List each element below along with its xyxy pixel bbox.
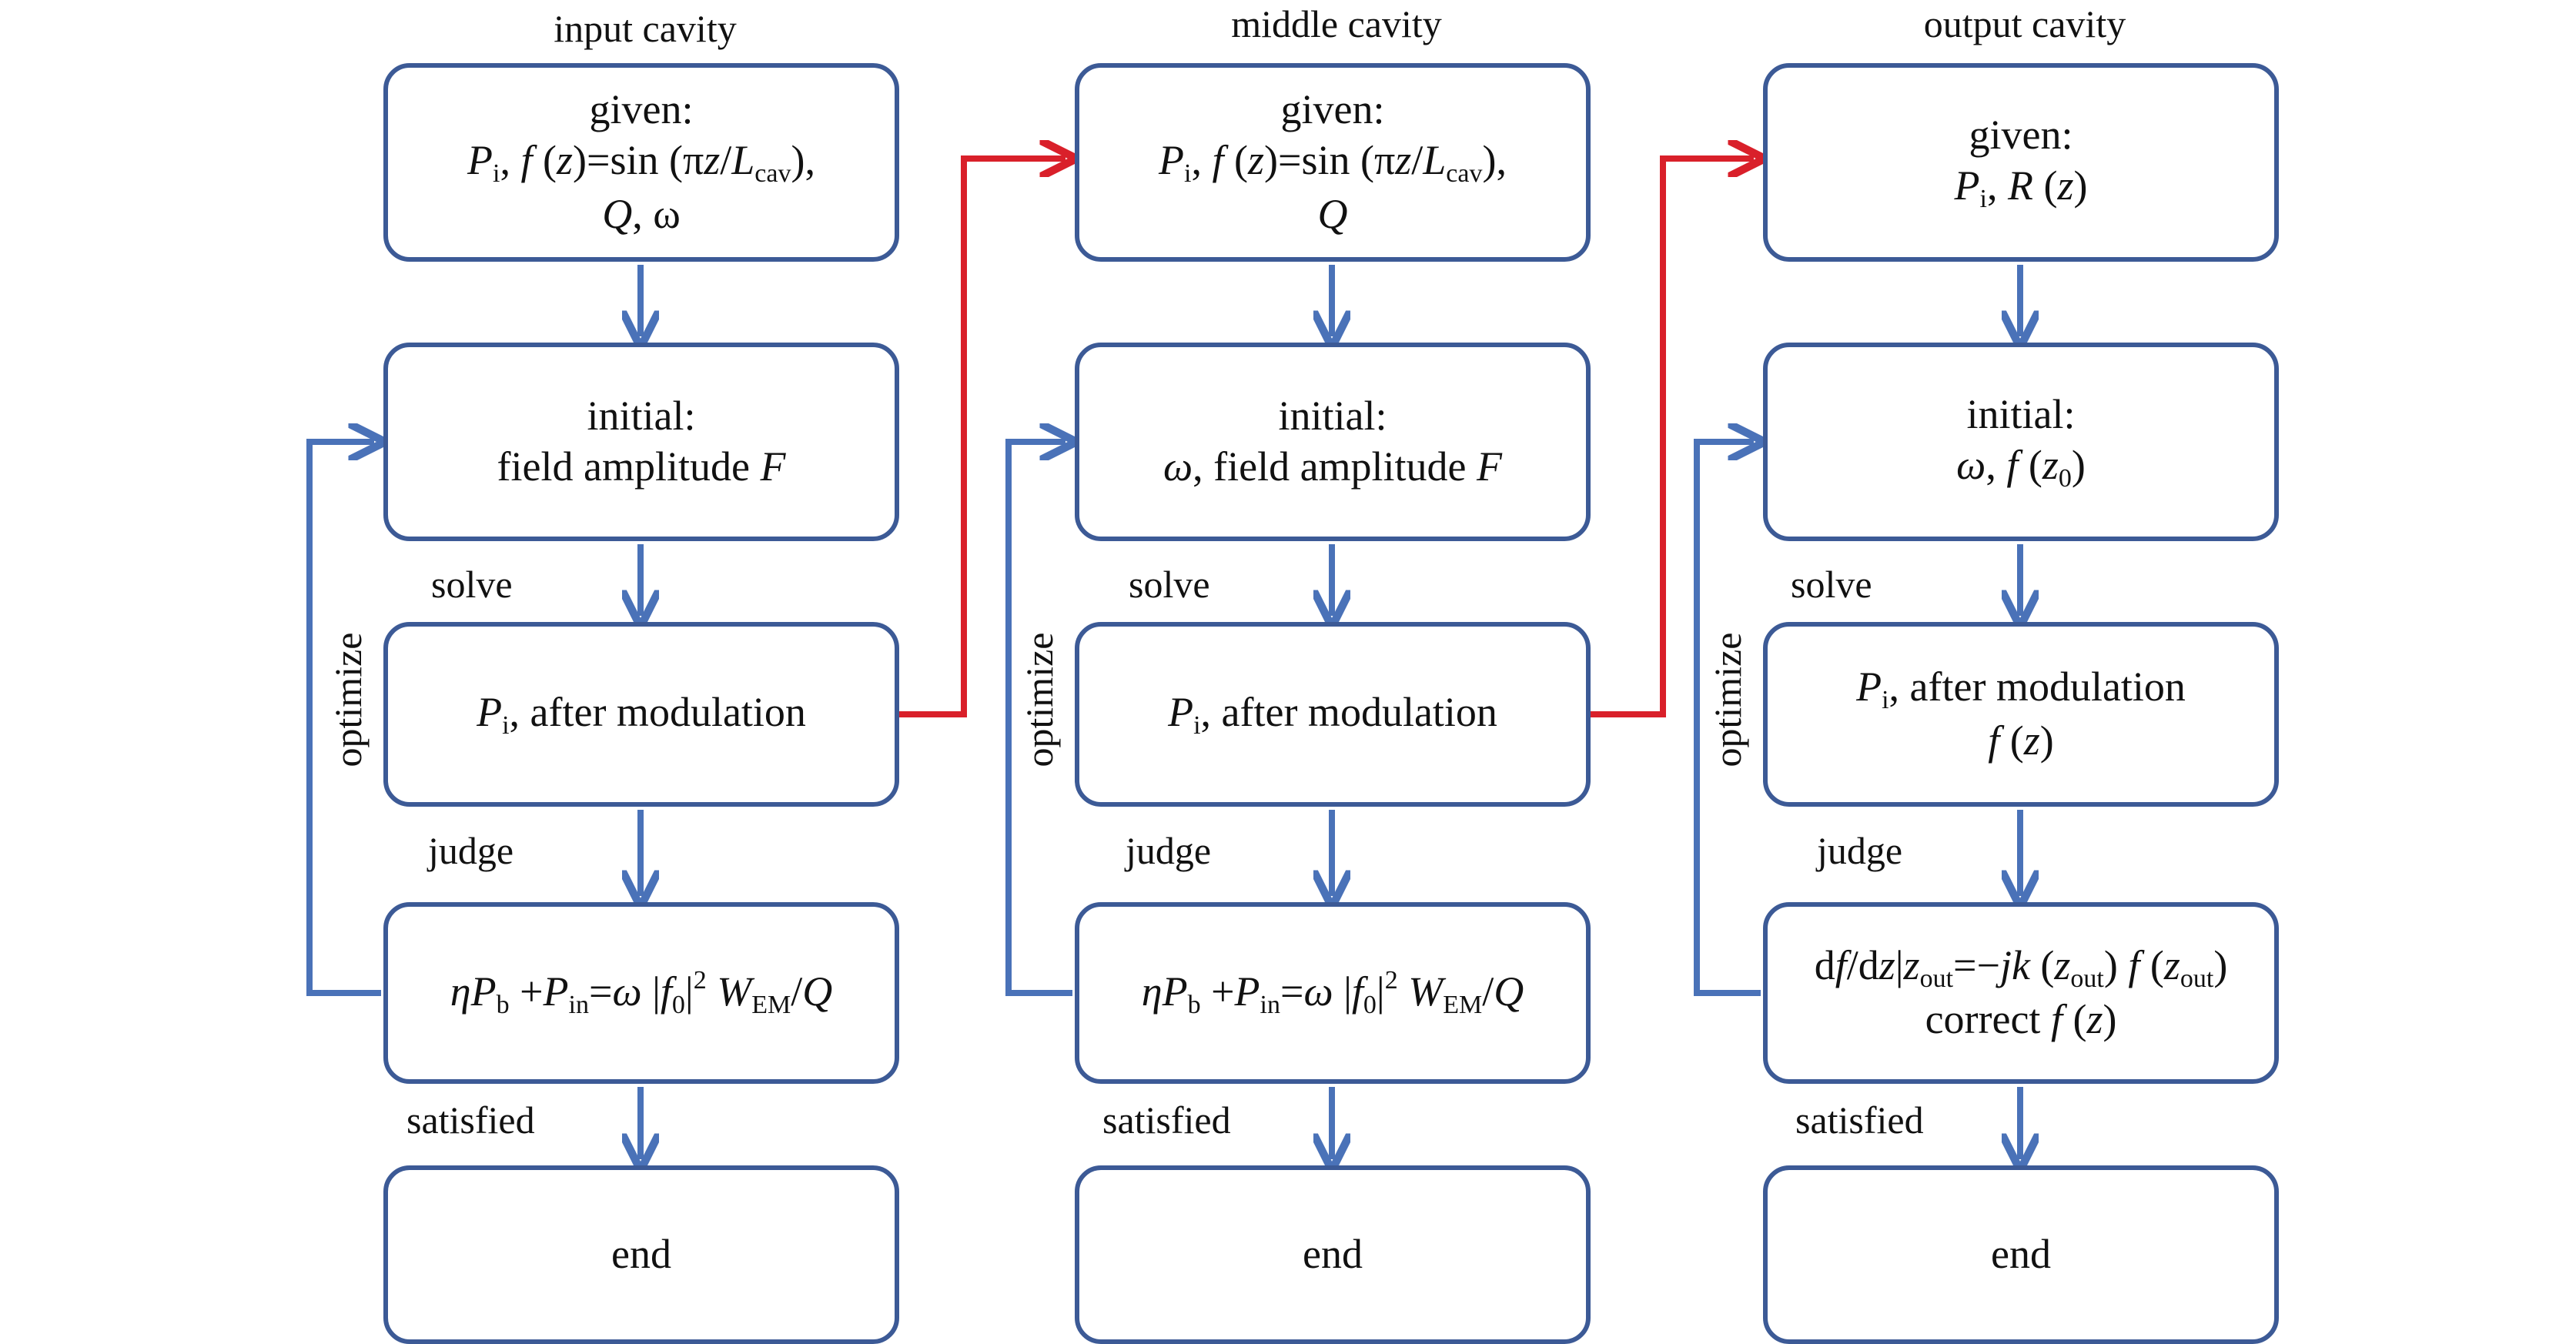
satisfied-label-input: satisfied xyxy=(406,1098,535,1142)
judge-label-output: judge xyxy=(1817,829,1903,872)
output-end-box: end xyxy=(1763,1165,2279,1344)
input-judge-equation: ηPb +Pin=ω |f0|2 WEM/Q xyxy=(450,966,833,1020)
optimize-label-middle: optimize xyxy=(1018,632,1061,767)
middle-judge-box: ηPb +Pin=ω |f0|2 WEM/Q xyxy=(1075,902,1591,1084)
output-end-text: end xyxy=(1991,1231,2051,1278)
input-end-box: end xyxy=(383,1165,899,1344)
output-given-heading: given: xyxy=(1969,111,2073,158)
optimize-label-input: optimize xyxy=(326,632,370,767)
arrow-middle-optimize-loop xyxy=(1005,442,1072,996)
middle-given-box: given: Pi, f (z)=sin (πz/Lcav), Q xyxy=(1075,63,1591,262)
input-judge-box: ηPb +Pin=ω |f0|2 WEM/Q xyxy=(383,902,899,1084)
output-judge-equation: df/dz|zout=−jk (zout) f (zout) xyxy=(1814,941,2228,993)
input-given-params: Pi, f (z)=sin (πz/Lcav), xyxy=(467,136,815,188)
output-solve-box: Pi, after modulation f (z) xyxy=(1763,622,2279,807)
middle-initial-box: initial: ω, field amplitude F xyxy=(1075,343,1591,541)
arrow-input-optimize-loop xyxy=(306,442,381,996)
optimize-label-output: optimize xyxy=(1706,632,1749,767)
input-solve-box: Pi, after modulation xyxy=(383,622,899,807)
arrow-middle-to-output xyxy=(1591,159,1754,717)
input-solve-text: Pi, after modulation xyxy=(477,688,806,740)
solve-label-output: solve xyxy=(1791,563,1872,606)
output-judge-correct: correct f (z) xyxy=(1925,996,2117,1043)
judge-label-input: judge xyxy=(428,829,514,872)
input-given-q-omega: Q, ω xyxy=(602,191,681,238)
middle-given-heading: given: xyxy=(1280,85,1385,132)
satisfied-label-middle: satisfied xyxy=(1102,1098,1231,1142)
input-initial-heading: initial: xyxy=(587,393,696,440)
input-initial-text: field amplitude F xyxy=(497,443,786,490)
output-judge-box: df/dz|zout=−jk (zout) f (zout) correct f… xyxy=(1763,902,2279,1084)
middle-given-q: Q xyxy=(1317,191,1348,238)
middle-end-text: end xyxy=(1303,1231,1363,1278)
middle-end-box: end xyxy=(1075,1165,1591,1344)
input-end-text: end xyxy=(611,1231,671,1278)
middle-initial-text: ω, field amplitude F xyxy=(1163,443,1503,490)
satisfied-label-output: satisfied xyxy=(1795,1098,1924,1142)
arrow-output-optimize-loop xyxy=(1694,442,1761,996)
middle-initial-heading: initial: xyxy=(1278,393,1387,440)
solve-label-middle: solve xyxy=(1129,563,1210,606)
solve-label-input: solve xyxy=(431,563,513,606)
column-title-input: input cavity xyxy=(554,7,737,50)
arrow-input-to-middle xyxy=(899,159,1066,717)
judge-label-middle: judge xyxy=(1126,829,1212,872)
input-given-heading: given: xyxy=(589,85,694,132)
output-solve-fz: f (z) xyxy=(1988,717,2054,764)
middle-solve-box: Pi, after modulation xyxy=(1075,622,1591,807)
column-title-output: output cavity xyxy=(1923,2,2126,45)
column-title-middle: middle cavity xyxy=(1231,2,1442,45)
output-given-params: Pi, R (z) xyxy=(1954,162,2088,213)
output-given-box: given: Pi, R (z) xyxy=(1763,63,2279,262)
output-initial-box: initial: ω, f (z0) xyxy=(1763,343,2279,541)
middle-solve-text: Pi, after modulation xyxy=(1168,688,1497,740)
output-solve-text: Pi, after modulation xyxy=(1856,663,2186,714)
middle-judge-equation: ηPb +Pin=ω |f0|2 WEM/Q xyxy=(1141,966,1524,1020)
output-initial-heading: initial: xyxy=(1966,390,2076,437)
input-initial-box: initial: field amplitude F xyxy=(383,343,899,541)
input-given-box: given: Pi, f (z)=sin (πz/Lcav), Q, ω xyxy=(383,63,899,262)
middle-given-params: Pi, f (z)=sin (πz/Lcav), xyxy=(1159,136,1507,188)
output-initial-text: ω, f (z0) xyxy=(1956,441,2086,493)
